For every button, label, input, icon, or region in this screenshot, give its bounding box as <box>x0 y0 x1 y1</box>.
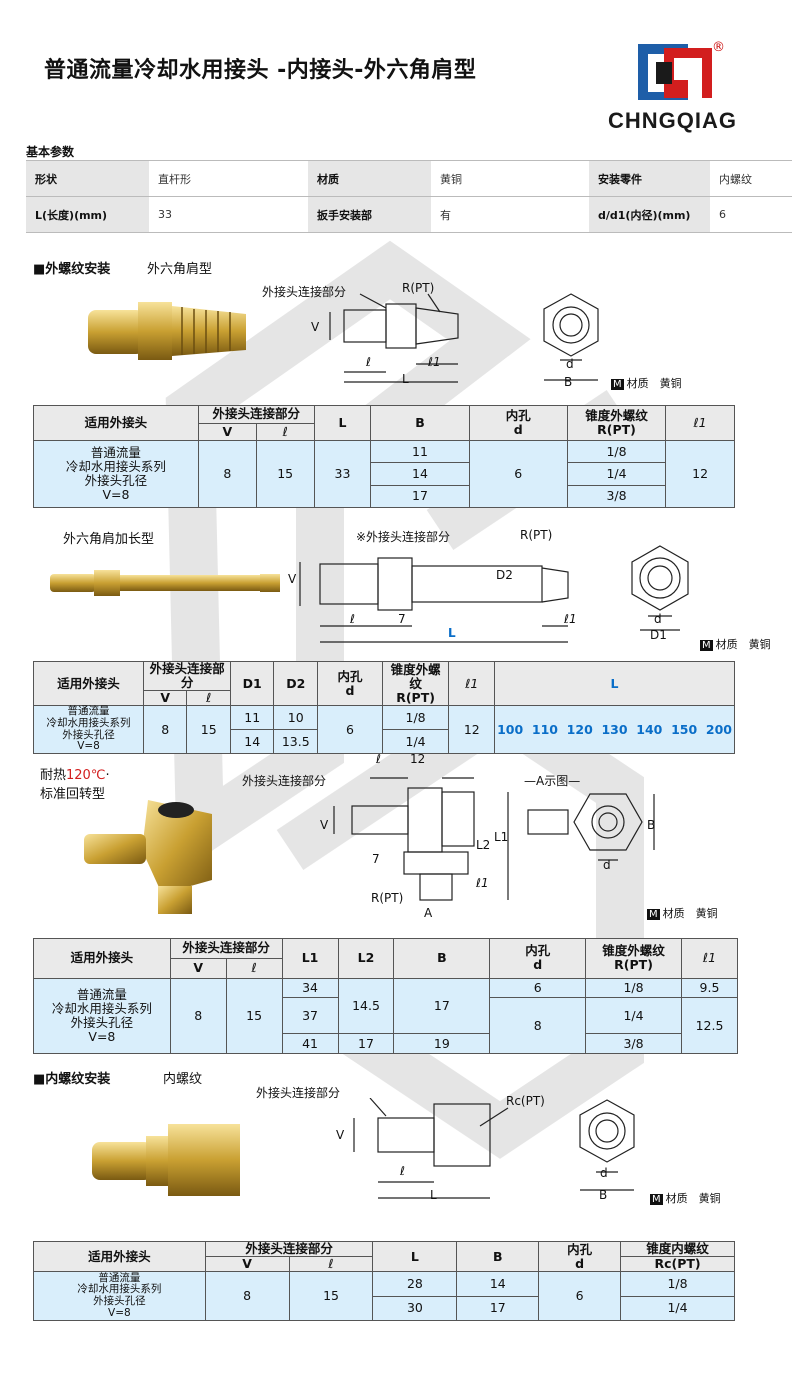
diagram-label-d: d <box>600 1166 608 1180</box>
diagram-label-B: B <box>564 375 573 389</box>
section1-heading: ■外螺纹安装 <box>33 262 111 277</box>
diagram-swivel-side <box>333 777 509 901</box>
diagram-swivel-a-view <box>527 793 655 861</box>
section4-heading: ■内螺纹安装 <box>33 1072 111 1087</box>
table-row: 30 17 1/4 <box>34 1295 735 1322</box>
diagram-label-l: ℓ <box>376 752 381 766</box>
diagram-label-L1: L1 <box>494 830 509 844</box>
diagram-label-d: d <box>654 612 662 626</box>
table-row: 14 13.5 1/4 <box>34 729 735 754</box>
table-row: L(长度)(mm) 33 扳手安装部 有 d/d1(内径)(mm) 6 <box>26 196 792 233</box>
basic-params-table: 形状 直杆形 材质 黄铜 安装零件 内螺纹 L(长度)(mm) 33 扳手安装部… <box>26 160 792 233</box>
diagram-side-view <box>329 293 459 383</box>
diagram-label-v: V <box>336 1128 345 1142</box>
diagram-label-v: V <box>311 320 320 334</box>
diagram-end-view <box>543 293 599 381</box>
table-row: 14 1/4 <box>34 462 735 486</box>
diagram-extended-side <box>299 557 569 643</box>
diagram-label-D1: D1 <box>650 628 667 642</box>
brand-name: CHNGQIAG <box>608 108 737 133</box>
section4-subtitle: 内螺纹 <box>163 1072 203 1087</box>
table-row: 普通流量 冷却水用接头系列 外接头孔径 V=8 8 15 34 14.5 17 … <box>33 977 739 1055</box>
diagram-label-d: d <box>566 357 574 371</box>
table-row: 普通流量 冷却水用接头系列 外接头孔径 V=8 8 15 28 14 6 1/8 <box>33 1271 735 1321</box>
material-icon: M <box>611 379 624 390</box>
table-row: 普通流量 冷却水用接头系列 外接头孔径 V=8 8 15 33 11 6 1/8… <box>33 440 735 508</box>
diagram-label-v: V <box>288 572 297 586</box>
diagram-label-connection: 外接头连接部分 <box>256 1086 341 1100</box>
diagram-label-a-view: —A示图— <box>524 774 581 788</box>
diagram-label-connection: ※外接头连接部分 <box>356 530 451 544</box>
diagram-label-l: ℓ <box>350 612 355 626</box>
diagram-label-r-pt: R(PT) <box>371 891 404 905</box>
diagram-label-r-pt: R(PT) <box>402 281 435 295</box>
diagram-label-l1: ℓ1 <box>564 612 577 626</box>
section1-subtitle: 外六角肩型 <box>147 262 213 277</box>
table-row: 41 17 19 3/8 <box>34 1033 738 1054</box>
diagram-label-D2: D2 <box>496 568 513 582</box>
material-icon: M <box>650 1194 663 1205</box>
diagram-label-r-pt: R(PT) <box>520 528 553 542</box>
table-row: 17 3/8 <box>34 484 735 509</box>
diagram-label-d: d <box>603 858 611 872</box>
table-row: V ℓ <box>34 957 738 979</box>
diagram-label-7: 7 <box>398 612 406 626</box>
diagram-label-l1: ℓ1 <box>476 876 489 890</box>
diagram-label-l: ℓ <box>366 355 371 369</box>
diagram-label-v: V <box>320 818 329 832</box>
diagram-label-B: B <box>599 1188 608 1202</box>
diagram-label-connection: 外接头连接部分 <box>242 774 327 788</box>
table-row: V ℓ Rc(PT) <box>34 1256 735 1273</box>
diagram-label-L2: L2 <box>476 838 491 852</box>
material-icon: M <box>700 640 713 651</box>
diagram-label-L: L <box>430 1188 437 1202</box>
diagram-label-rc-pt: Rc(PT) <box>506 1094 545 1108</box>
table-row: V ℓ <box>34 422 735 442</box>
product-image-hex-shoulder <box>88 302 246 360</box>
product-image-extended <box>50 570 280 596</box>
section2-subtitle: 外六角肩加长型 <box>63 532 155 547</box>
table-row: 普通流量 冷却水用接头系列 外接头孔径 V=8 8 15 11 10 6 1/8… <box>32 705 735 754</box>
product-image-female <box>92 1124 240 1196</box>
brand-logo-icon <box>638 44 712 100</box>
diagram-label-l: ℓ <box>400 1164 405 1178</box>
diagram-label-L: L <box>448 626 456 640</box>
diagram-label-12: 12 <box>410 752 426 766</box>
diagram-label-B: B <box>647 818 656 832</box>
product-image-swivel <box>84 800 212 914</box>
diagram-female-end <box>579 1099 635 1191</box>
diagram-label-connection: 外接头连接部分 <box>262 285 347 299</box>
table-row: V ℓ <box>34 690 735 706</box>
table-row: 形状 直杆形 材质 黄铜 安装零件 内螺纹 <box>26 160 792 197</box>
diagram-label-L: L <box>402 372 409 386</box>
basic-params-label: 基本参数 <box>26 145 75 159</box>
table-row: 37 8 1/4 12.5 <box>34 997 739 1054</box>
page-title: 普通流量冷却水用接头 -内接头-外六角肩型 <box>44 58 477 83</box>
material-icon: M <box>647 909 660 920</box>
registered-mark: ® <box>712 40 725 55</box>
diagram-extended-end <box>631 545 689 631</box>
section3-subtitle: 耐热120℃·标准回转型 <box>40 768 110 802</box>
diagram-female-side <box>353 1098 509 1199</box>
diagram-label-7: 7 <box>372 852 380 866</box>
diagram-label-a: A <box>424 906 433 920</box>
diagram-label-l1: ℓ1 <box>428 355 441 369</box>
